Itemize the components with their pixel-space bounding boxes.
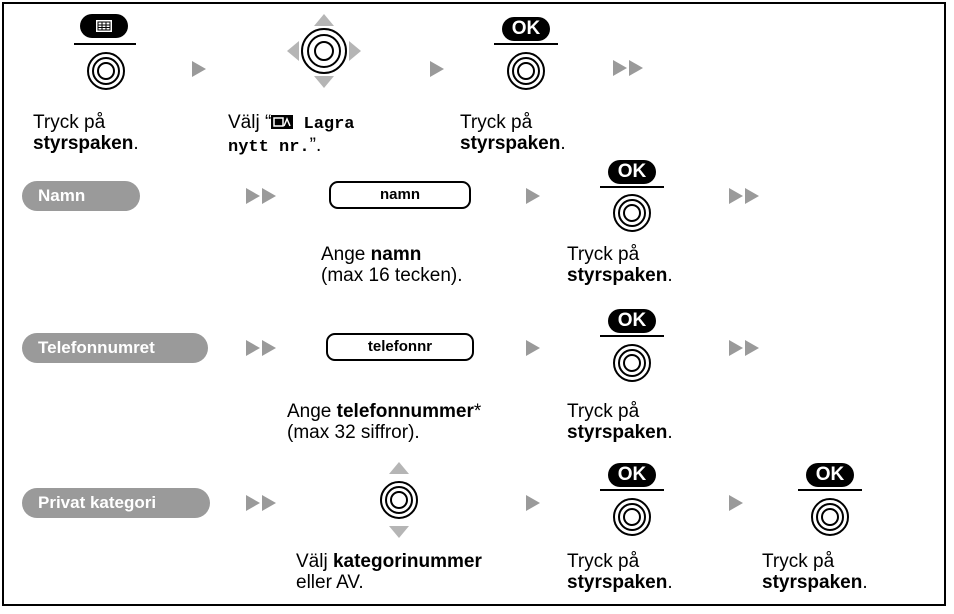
label-phone-number: Telefonnumret [22, 333, 208, 363]
phonebook-store-icon [271, 115, 294, 129]
step2-caption: Välj “ Lagra nytt nr.”. [228, 112, 355, 157]
label-private-category: Privat kategori [22, 488, 210, 518]
continue-arrow [729, 340, 763, 356]
name-field: namn [329, 181, 471, 209]
joystick-press-icon [507, 52, 545, 90]
continue-arrow [613, 60, 647, 76]
phone-input-caption: Ange telefonnummer* (max 32 siffror). [287, 401, 482, 443]
joystick-up-down-icon [380, 462, 418, 538]
continue-arrow [246, 188, 280, 204]
press-caption: Tryck på styrspaken. [567, 244, 673, 286]
phonebook-icon [96, 20, 112, 32]
joystick-press-icon [613, 344, 651, 382]
joystick-press-icon [613, 498, 651, 536]
divider-line [798, 489, 862, 491]
next-arrow [526, 340, 540, 356]
joystick-press-icon [87, 52, 125, 90]
step1-caption: Tryck på styrspaken. [33, 112, 139, 154]
joystick-navigate-icon [287, 14, 361, 88]
diagram-frame [2, 2, 946, 606]
continue-arrow [246, 340, 280, 356]
next-arrow [526, 188, 540, 204]
ok-button: OK [608, 160, 656, 184]
phone-number-field: telefonnr [326, 333, 474, 361]
joystick-press-icon [613, 194, 651, 232]
continue-arrow [246, 495, 280, 511]
ok-button: OK [502, 17, 550, 41]
divider-line [74, 43, 136, 45]
name-input-caption: Ange namn (max 16 tecken). [321, 244, 463, 286]
divider-line [600, 186, 664, 188]
step3-caption: Tryck på styrspaken. [460, 112, 566, 154]
category-caption: Välj kategorinummer eller AV. [296, 551, 482, 593]
press-caption: Tryck på styrspaken. [762, 551, 868, 593]
ok-button: OK [608, 309, 656, 333]
press-caption: Tryck på styrspaken. [567, 551, 673, 593]
joystick-press-icon [811, 498, 849, 536]
phonebook-button [80, 14, 128, 38]
label-name: Namn [22, 181, 140, 211]
next-arrow [430, 61, 444, 77]
next-arrow [526, 495, 540, 511]
next-arrow [729, 495, 743, 511]
press-caption: Tryck på styrspaken. [567, 401, 673, 443]
continue-arrow [729, 188, 763, 204]
ok-button: OK [608, 463, 656, 487]
ok-button: OK [806, 463, 854, 487]
divider-line [600, 335, 664, 337]
divider-line [494, 43, 558, 45]
next-arrow [192, 61, 206, 77]
divider-line [600, 489, 664, 491]
